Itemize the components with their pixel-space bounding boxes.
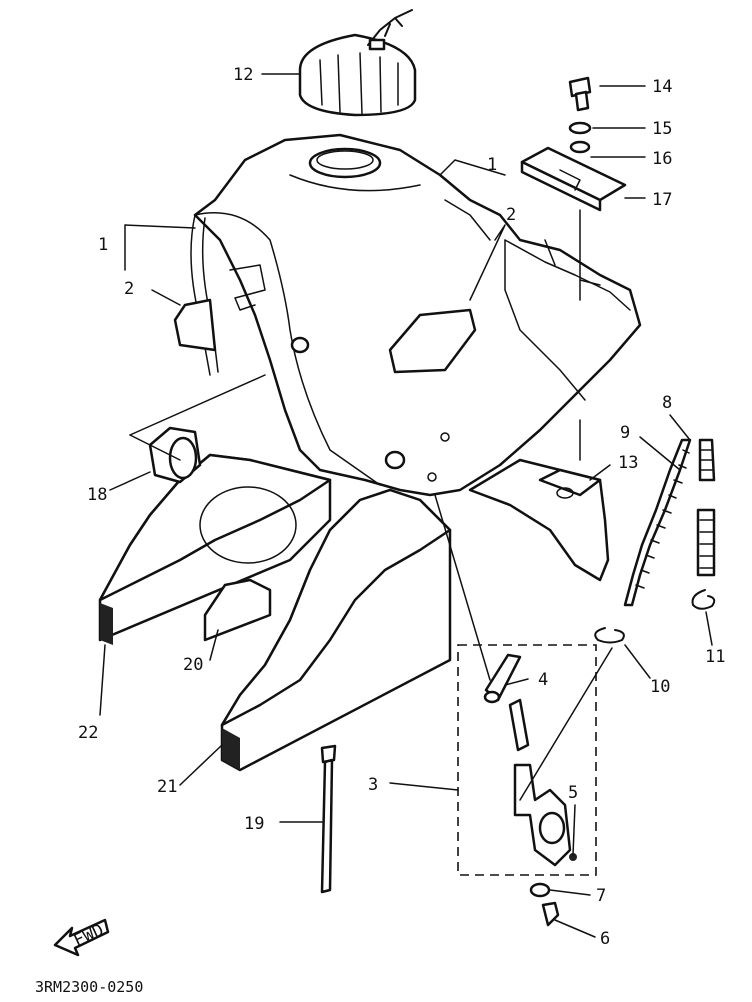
callout-19: 19 bbox=[244, 814, 264, 834]
callout-17: 17 bbox=[652, 190, 672, 210]
callout-9: 9 bbox=[620, 423, 630, 443]
callout-14: 14 bbox=[652, 77, 672, 97]
diagram-code: 3RM2300-0250 bbox=[35, 978, 143, 996]
cable-tie-19 bbox=[320, 744, 337, 894]
callout-3: 3 bbox=[368, 775, 378, 795]
fuel-tank bbox=[173, 133, 642, 497]
callout-22: 22 bbox=[78, 723, 98, 743]
clip-10 bbox=[594, 627, 625, 644]
callout-8: 8 bbox=[662, 393, 672, 413]
tank-cap-12 bbox=[298, 9, 417, 117]
callout-2-right: 2 bbox=[506, 205, 516, 225]
grommet-18 bbox=[148, 426, 202, 484]
pad-21 bbox=[100, 488, 452, 772]
callout-10: 10 bbox=[650, 677, 670, 697]
bolt-14 bbox=[568, 76, 592, 112]
callout-1-right: 1 bbox=[487, 155, 497, 175]
callout-15: 15 bbox=[652, 119, 672, 139]
callout-11: 11 bbox=[705, 647, 725, 667]
callout-2-left: 2 bbox=[124, 279, 134, 299]
pad-20 bbox=[203, 578, 272, 642]
damper-13 bbox=[468, 458, 610, 582]
pad-22 bbox=[98, 453, 332, 642]
callout-18: 18 bbox=[87, 485, 107, 505]
washer-15 bbox=[568, 121, 592, 135]
callout-1-left: 1 bbox=[98, 235, 108, 255]
hose-8 bbox=[696, 438, 716, 577]
washer-16 bbox=[569, 140, 591, 154]
callout-7: 7 bbox=[596, 886, 606, 906]
leader-lines bbox=[99, 73, 713, 938]
callout-13: 13 bbox=[618, 453, 638, 473]
bracket-17 bbox=[520, 146, 627, 212]
callout-6: 6 bbox=[600, 929, 610, 949]
callout-21: 21 bbox=[157, 777, 177, 797]
callout-5: 5 bbox=[568, 783, 578, 803]
fwd-arrow-icon bbox=[53, 918, 110, 957]
callout-20: 20 bbox=[183, 655, 203, 675]
callout-16: 16 bbox=[652, 149, 672, 169]
clip-11 bbox=[691, 589, 716, 610]
callout-12: 12 bbox=[233, 65, 253, 85]
callout-4: 4 bbox=[538, 670, 548, 690]
fuel-cock-3 bbox=[457, 644, 597, 927]
hose-9 bbox=[623, 438, 692, 607]
